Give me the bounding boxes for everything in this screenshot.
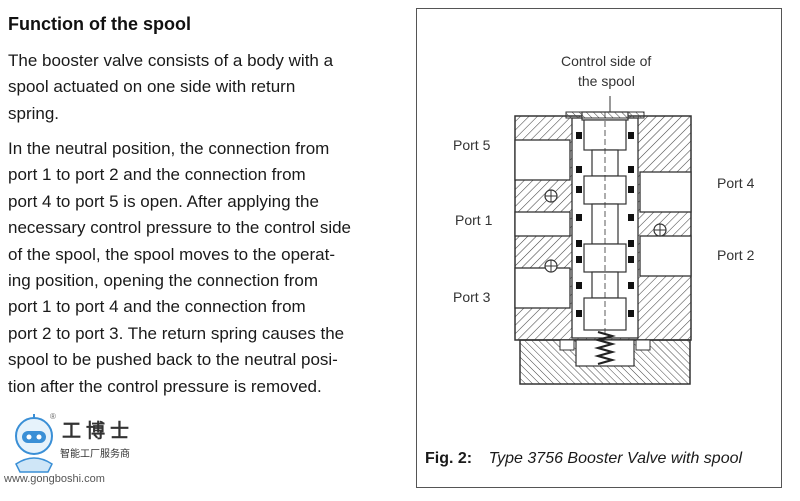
text-line: In the neutral position, the connection … [8, 139, 330, 158]
control-side-label-line2: the spool [578, 73, 635, 89]
watermark-url: www.gongboshi.com [4, 473, 105, 485]
spool [581, 111, 629, 340]
text-line: spool to be pushed back to the neutral p… [8, 350, 338, 370]
text-line: ing position, opening the connection fro… [8, 271, 318, 291]
figure-caption-text: Type 3756 Booster Valve with spool [488, 450, 743, 467]
text-line: spring. [8, 103, 60, 123]
text-line: The booster valve consists of a body wit… [8, 51, 334, 70]
text-line: tion after the control pressure is remov… [8, 376, 322, 396]
port-2-label: Port 2 [717, 247, 755, 263]
watermark-subtitle: 智能工厂服务商 [60, 449, 130, 460]
return-spring [593, 330, 617, 366]
port-4-label: Port 4 [717, 175, 755, 191]
text-line: spool actuated on one side with return [8, 77, 296, 97]
text-line: necessary control pressure to the contro… [8, 218, 352, 238]
port-3-label: Port 3 [453, 289, 491, 305]
section-heading: Function of the spool [8, 14, 191, 34]
text-line: of the spool, the spool moves to the ope… [8, 244, 335, 264]
registered-mark: ® [50, 412, 56, 421]
cross-holes [544, 189, 667, 273]
spring-cover [519, 339, 691, 385]
text-line: port 1 to port 4 and the connection from [8, 297, 306, 317]
paragraph-spool-operation: In the neutral position, the connection … [8, 136, 403, 400]
robot-mascot-icon [15, 414, 53, 473]
control-side-label-line1: Control side of [561, 53, 652, 69]
text-line: port 1 to port 2 and the connection from [8, 165, 306, 185]
text-line: port 2 to port 3. The return spring caus… [8, 323, 345, 343]
figure-caption-label: Fig. 2: [425, 450, 473, 467]
figure-caption: Fig. 2: Type 3756 Booster Valve with spo… [425, 450, 742, 468]
paragraph-body-description: The booster valve consists of a body wit… [8, 48, 403, 127]
watermark-name: 工博士 [62, 420, 135, 442]
figure-frame [416, 8, 782, 488]
port-5-label: Port 5 [453, 137, 491, 153]
watermark-logo: ® 工博士 智能工厂服务商 www.gongboshi.com [4, 412, 184, 497]
port-1-label: Port 1 [455, 212, 493, 228]
text-line: port 4 to port 5 is open. After applying… [8, 191, 319, 211]
seal-rings [562, 132, 648, 350]
